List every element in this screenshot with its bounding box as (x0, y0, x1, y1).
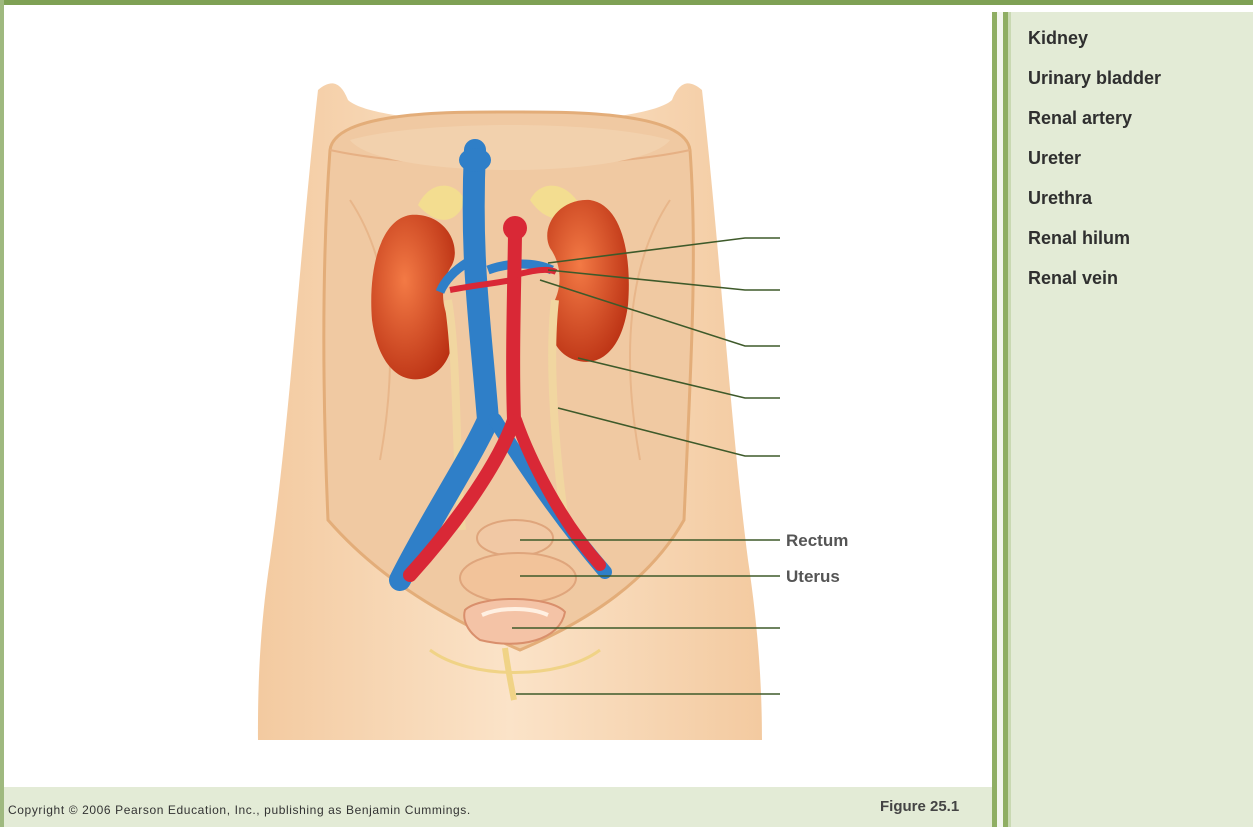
uterus-label: Uterus (786, 567, 840, 587)
term-renal-vein[interactable]: Renal vein (1028, 268, 1118, 289)
kidney-left (371, 215, 455, 380)
term-renal-artery[interactable]: Renal artery (1028, 108, 1132, 129)
term-renal-hilum[interactable]: Renal hilum (1028, 228, 1130, 249)
term-urethra[interactable]: Urethra (1028, 188, 1092, 209)
term-kidney[interactable]: Kidney (1028, 28, 1088, 49)
copyright-text: Copyright © 2006 Pearson Education, Inc.… (8, 803, 471, 817)
term-urinary-bladder[interactable]: Urinary bladder (1028, 68, 1161, 89)
uterus-organ (460, 553, 576, 603)
rectum-label: Rectum (786, 531, 848, 551)
term-ureter[interactable]: Ureter (1028, 148, 1081, 169)
figure-number: Figure 25.1 (880, 798, 959, 815)
term-bank (1011, 12, 1253, 827)
rectum-organ (477, 520, 553, 556)
